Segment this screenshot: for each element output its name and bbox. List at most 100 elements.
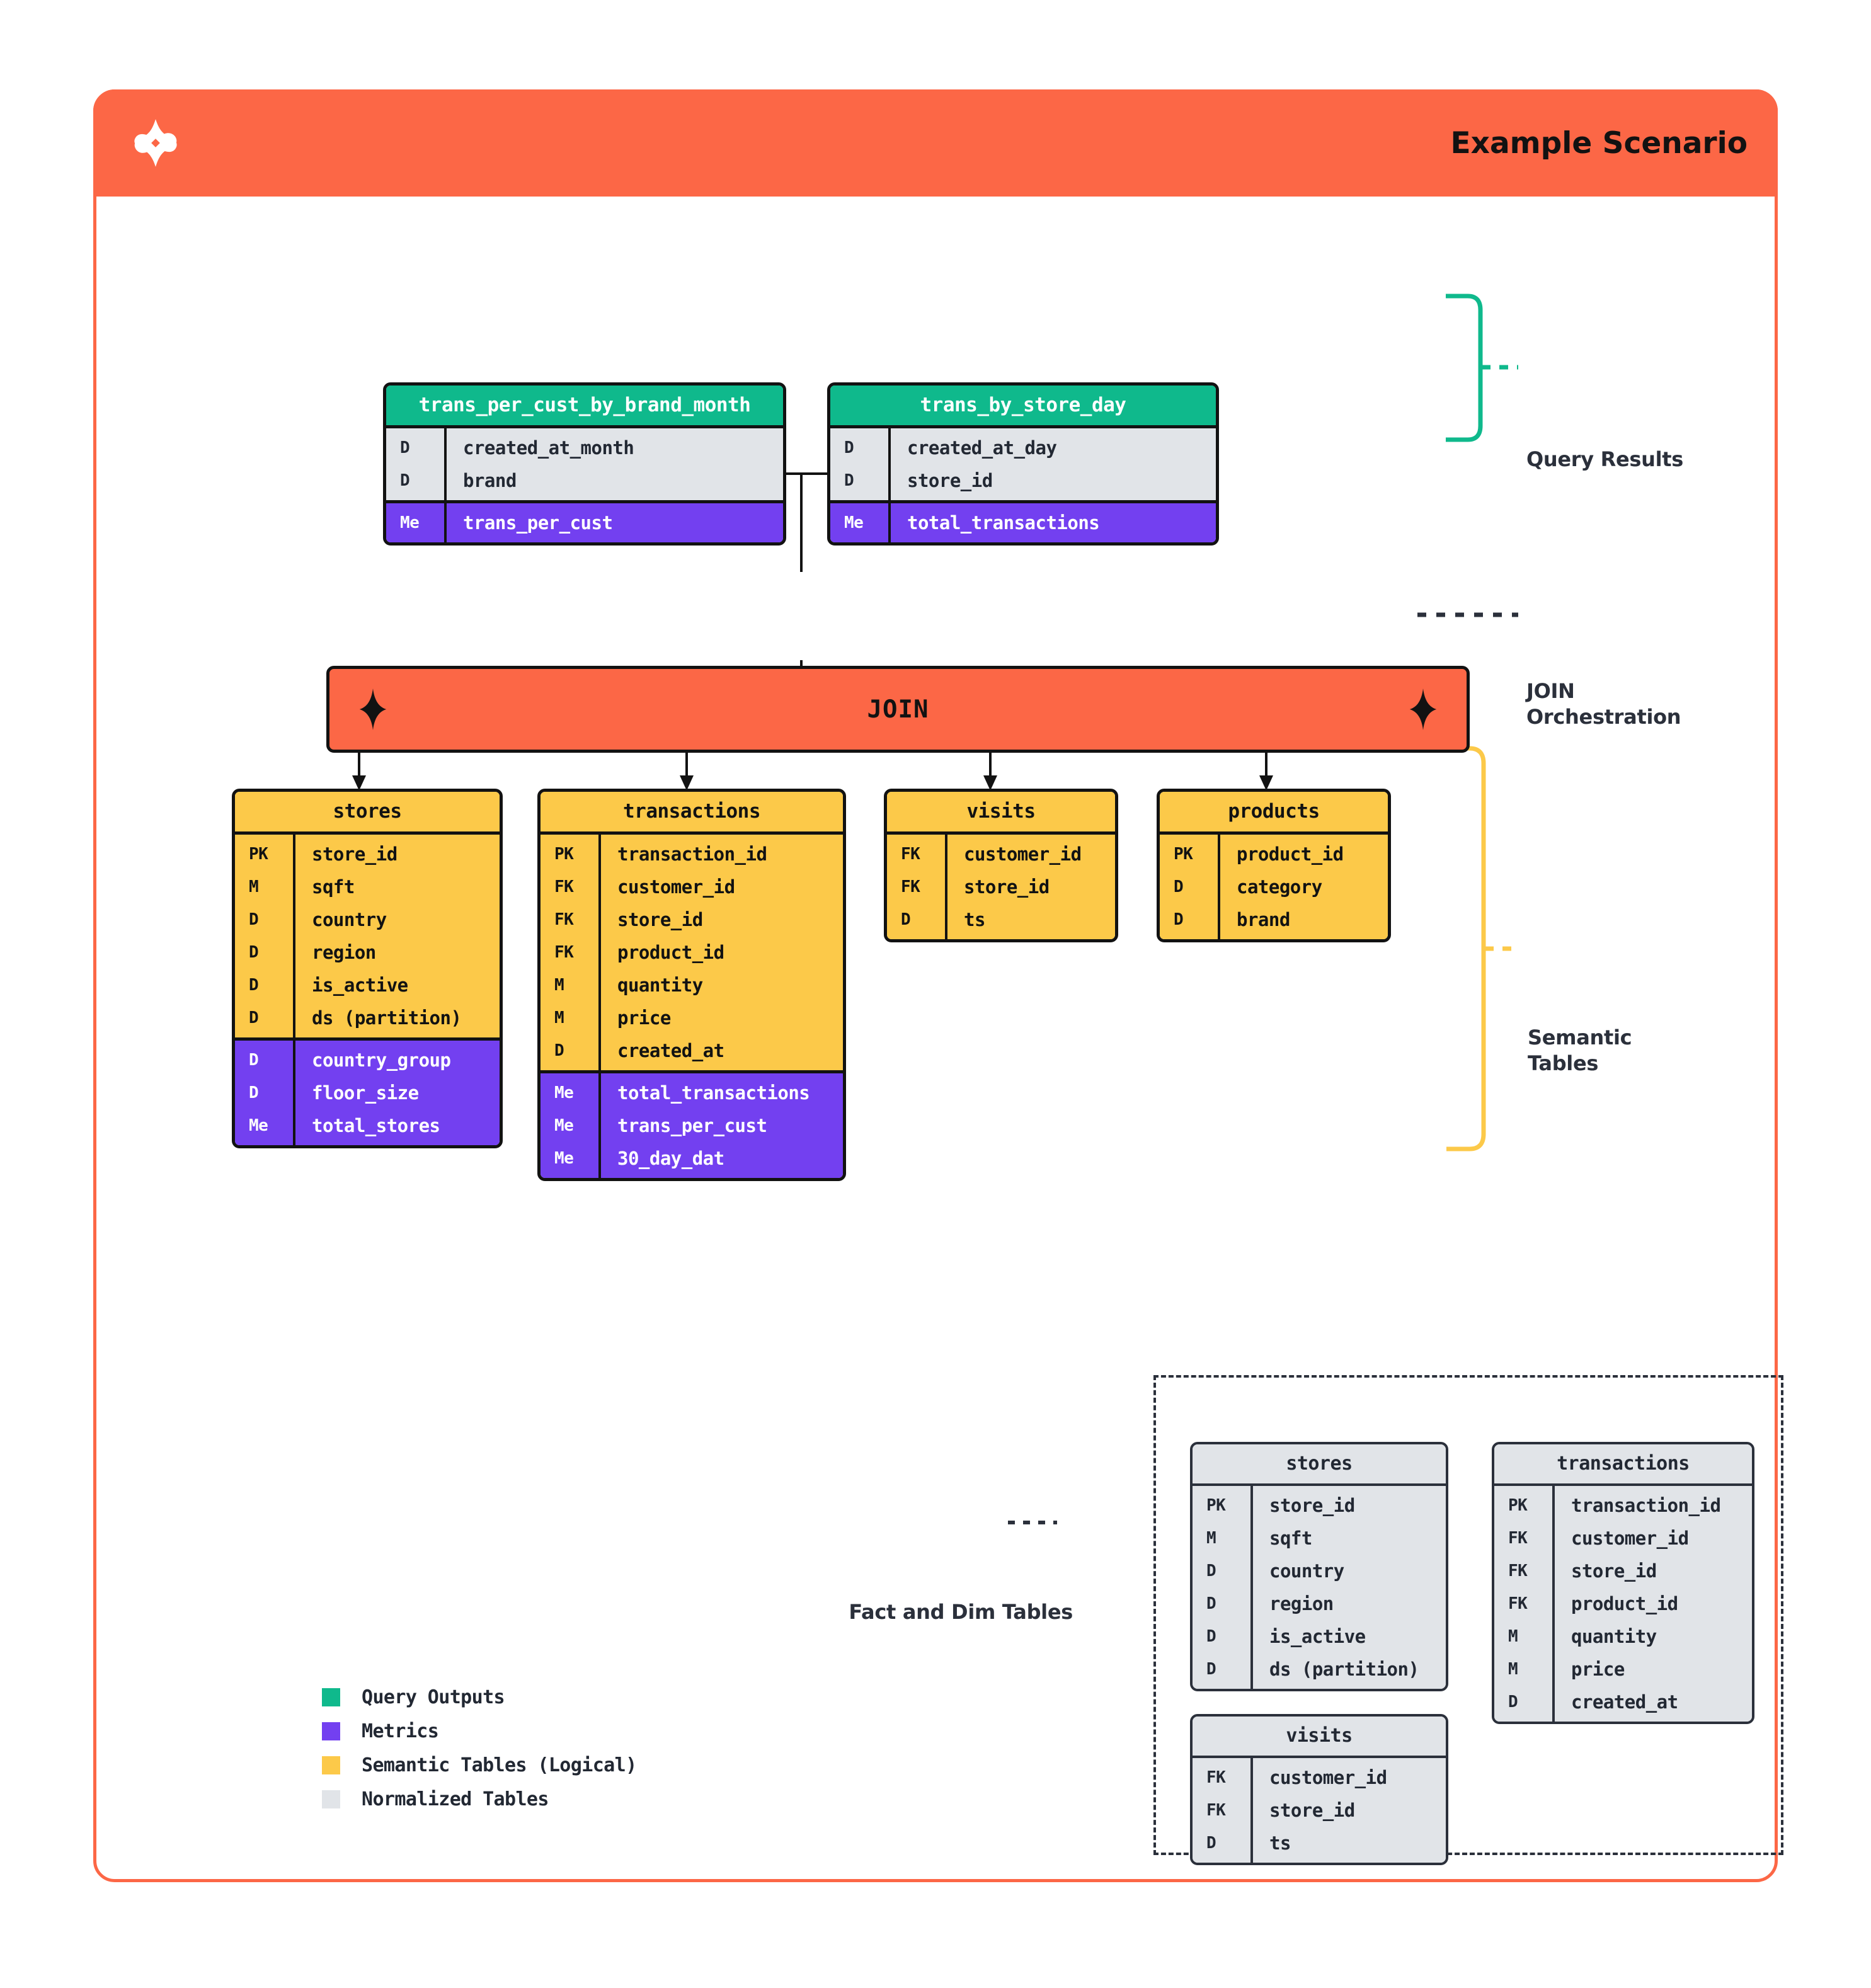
table-row[interactable]: Me total_transactions [830,503,1216,542]
query-result-table-1[interactable]: trans_by_store_day D created_at_day D st… [827,382,1219,546]
annotation-join-orchestration: JOIN Orchestration [1526,678,1681,729]
legend-item-query-outputs: Query Outputs [322,1680,637,1714]
table-row[interactable]: FK customer_id [541,871,843,903]
row-field: product_id [1218,835,1388,871]
row-key: D [249,1051,259,1070]
table-row[interactable]: D created_at_month [386,428,783,464]
four-point-star-logo-icon [134,119,177,167]
legend-item-normalized-tables: Normalized Tables [322,1782,637,1816]
table-row[interactable]: Me trans_per_cust [386,503,783,542]
legend-item-semantic-tables: Semantic Tables (Logical) [322,1748,637,1782]
row-key: FK [901,845,920,864]
row-field: region [1250,1587,1446,1620]
row-key: M [1508,1660,1518,1679]
annotation-text-line1: JOIN [1526,679,1575,703]
row-field: customer_id [598,871,843,903]
row-key: D [1206,1562,1216,1580]
legend-swatch [322,1688,340,1706]
row-field: transaction_id [598,835,843,871]
sparkle-icon [1409,688,1437,730]
row-key: PK [249,845,268,864]
table-row[interactable]: D brand [386,464,783,500]
row-key: M [1508,1627,1518,1646]
table-title: visits [887,792,1115,831]
join-orchestration-bar[interactable]: JOIN [326,666,1470,753]
legend-label: Normalized Tables [362,1788,549,1810]
row-field: category [1218,871,1388,903]
row-field: store_id [598,903,843,936]
query-result-table-0[interactable]: trans_per_cust_by_brand_month D created_… [383,382,786,546]
row-field: quantity [1552,1620,1752,1653]
row-field: country [293,903,500,936]
row-key: D [1206,1594,1216,1613]
table-row[interactable]: D store_id [830,464,1216,500]
row-key: M [1206,1529,1216,1548]
row-field: sqft [293,871,500,903]
table-title: trans_by_store_day [830,386,1216,425]
row-field: store_id [945,871,1115,903]
table-row[interactable]: D created_at_day [830,428,1216,464]
legend-label: Semantic Tables (Logical) [362,1754,637,1776]
row-key: FK [554,877,574,896]
query-results-bracket [1446,294,1483,442]
row-field: sqft [1250,1522,1446,1555]
row-field: trans_per_cust [598,1109,843,1142]
page-title: Example Scenario [1450,125,1748,161]
annotation-text: Fact and Dim Tables [849,1600,1073,1624]
row-field: product_id [598,936,843,969]
table-title: stores [235,792,500,831]
row-key: D [400,438,410,457]
row-field: created_at_day [888,428,1216,464]
row-field: ts [945,903,1115,939]
